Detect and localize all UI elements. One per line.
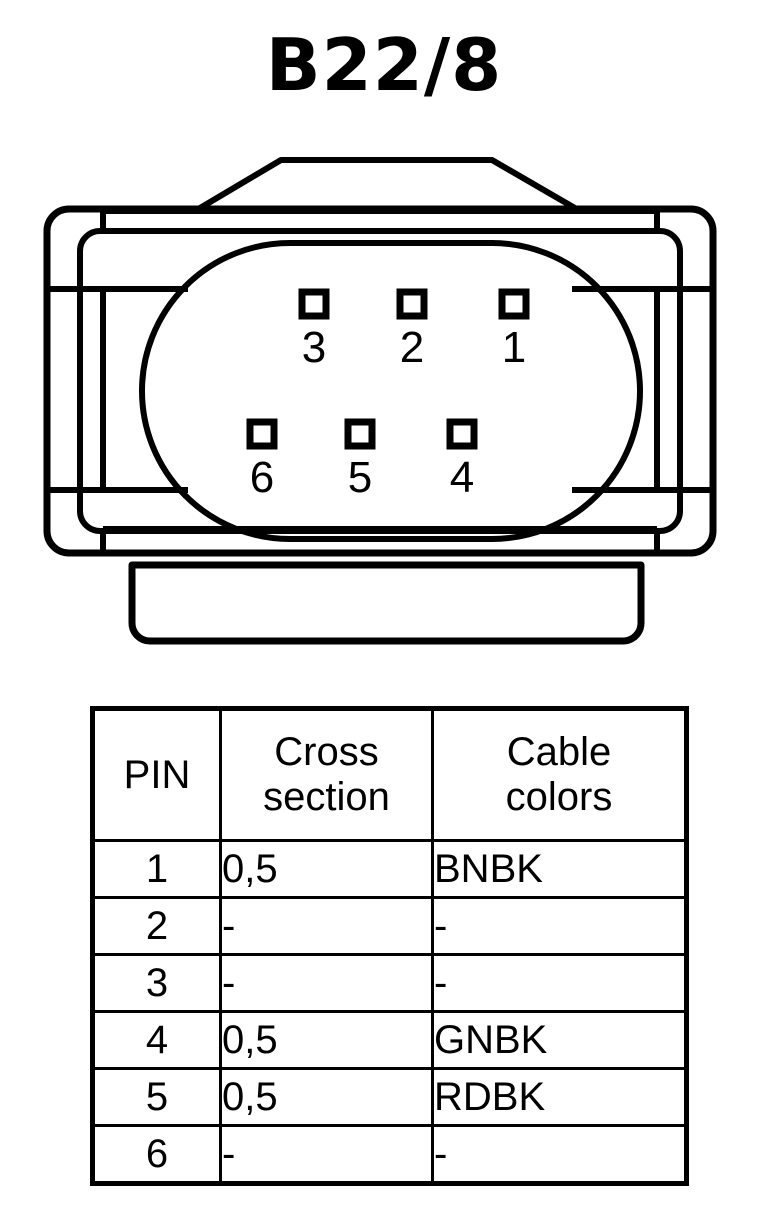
table-row: 6 - - — [91, 1124, 688, 1185]
cell-cable-colors: GNBK — [431, 1010, 688, 1070]
table-row: 5 0,5 RDBK — [91, 1067, 688, 1127]
cell-cross-section: 0,5 — [219, 1010, 434, 1070]
pin-socket-4 — [446, 418, 478, 450]
table-row: 3 - - — [91, 953, 688, 1013]
cell-pin: 2 — [91, 896, 222, 956]
pin-label-1: 1 — [502, 323, 526, 372]
cell-cable-colors: - — [431, 1124, 688, 1185]
pin-socket-6 — [246, 418, 278, 450]
pin-label-3: 3 — [302, 323, 326, 372]
cell-pin: 5 — [91, 1067, 222, 1127]
cell-cable-colors: RDBK — [431, 1067, 688, 1127]
page-title: B22/8 — [265, 23, 503, 107]
column-header-cross-section: Cross section — [219, 707, 434, 842]
inner-housing — [77, 228, 683, 534]
table-row: 4 0,5 GNBK — [91, 1010, 688, 1070]
cell-cross-section: - — [219, 1124, 434, 1185]
pin-label-2: 2 — [400, 323, 424, 372]
pin-assignment-table: PIN Cross section Cable colors 1 0,5 BNB… — [90, 706, 689, 1186]
cell-cross-section: 0,5 — [219, 1067, 434, 1127]
cell-cross-section: - — [219, 953, 434, 1013]
pin-table-container: PIN Cross section Cable colors 1 0,5 BNB… — [90, 706, 689, 1186]
cell-cable-colors: BNBK — [431, 839, 688, 899]
pin-label-4: 4 — [450, 453, 474, 502]
column-header-pin: PIN — [91, 707, 222, 842]
cell-pin: 4 — [91, 1010, 222, 1070]
cell-cross-section: - — [219, 896, 434, 956]
column-header-cable-colors-line2: colors — [505, 775, 613, 819]
table-header: PIN Cross section Cable colors — [91, 707, 688, 842]
table-body: 1 0,5 BNBK 2 - - 3 - - 4 0,5 GNBK 5 0,5 — [91, 839, 688, 1185]
column-header-cable-colors: Cable colors — [431, 707, 688, 842]
cell-cross-section: 0,5 — [219, 839, 434, 899]
pin-label-6: 6 — [250, 453, 274, 502]
pin-socket-2 — [396, 288, 428, 320]
column-header-cross-section-line1: Cross — [274, 730, 379, 774]
pin-label-5: 5 — [348, 453, 372, 502]
cell-cable-colors: - — [431, 953, 688, 1013]
pin-socket-1 — [498, 288, 530, 320]
table-row: 1 0,5 BNBK — [91, 839, 688, 899]
pin-socket-5 — [344, 418, 376, 450]
table-row: 2 - - — [91, 896, 688, 956]
cell-cable-colors: - — [431, 896, 688, 956]
cell-pin: 3 — [91, 953, 222, 1013]
table-header-row: PIN Cross section Cable colors — [91, 707, 688, 842]
latch-tab-shape — [192, 157, 583, 214]
strain-relief-tab — [128, 561, 645, 645]
column-header-cross-section-line2: section — [263, 775, 390, 819]
cavity-oval — [139, 240, 643, 542]
cell-pin: 6 — [91, 1124, 222, 1185]
column-header-cable-colors-line1: Cable — [506, 730, 612, 774]
connector-diagram: 3 2 1 6 5 4 — [0, 145, 768, 665]
connector-svg: 3 2 1 6 5 4 — [43, 157, 717, 645]
cell-pin: 1 — [91, 839, 222, 899]
pin-socket-3 — [298, 288, 330, 320]
column-header-pin-text: PIN — [123, 752, 191, 797]
